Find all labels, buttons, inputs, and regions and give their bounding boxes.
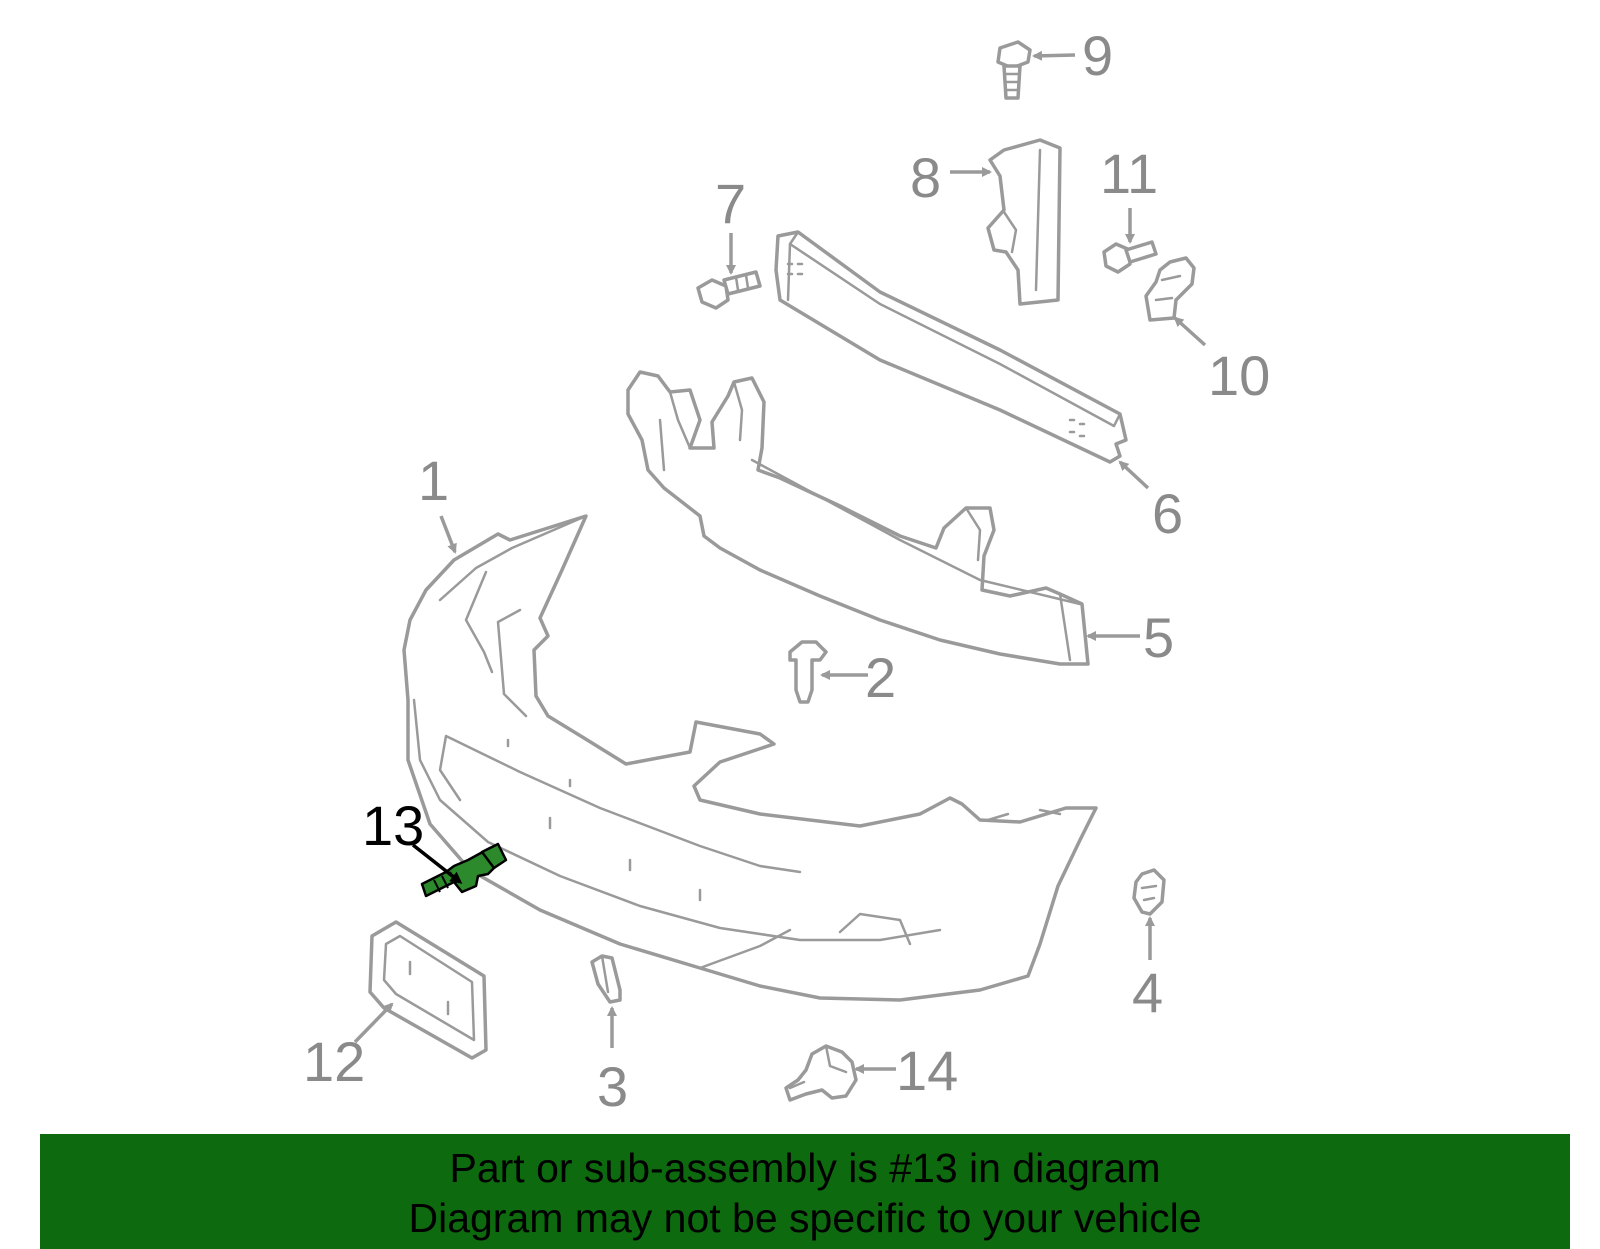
arrow-1 [439, 515, 457, 554]
arrow-12 [353, 1002, 394, 1044]
arrow-10 [1173, 316, 1207, 347]
part-3-bracket [590, 954, 622, 1004]
part-7-bolt [696, 270, 762, 310]
callout-1: 1 [418, 449, 449, 512]
part-14-bracket [784, 1044, 858, 1102]
part-5-absorber [626, 370, 1090, 666]
callout-6: 6 [1152, 482, 1183, 545]
callout-9: 9 [1082, 24, 1113, 87]
callout-4: 4 [1132, 961, 1163, 1024]
banner-line-part: Part or sub-assembly is #13 in diagram [449, 1145, 1161, 1191]
part-9-bolt [996, 40, 1032, 100]
part-1-bumper-cover [402, 514, 1098, 1002]
part-12-license-bracket [368, 920, 488, 1060]
callout-11: 11 [1100, 142, 1158, 205]
part-8-bracket [986, 138, 1062, 306]
part-2-clip [788, 640, 828, 704]
info-banner: Part or sub-assembly is #13 in diagram D… [40, 1134, 1570, 1249]
callout-10: 10 [1208, 344, 1270, 407]
callout-2: 2 [865, 646, 896, 709]
callout-7: 7 [715, 172, 746, 235]
arrow-6 [1118, 460, 1150, 490]
callout-12: 12 [303, 1030, 365, 1093]
part-6-reinforcement-beam [774, 230, 1128, 464]
callout-14: 14 [896, 1039, 958, 1102]
part-4-clip [1132, 868, 1166, 916]
banner-line-disclaimer: Diagram may not be specific to your vehi… [408, 1195, 1202, 1241]
callout-13: 13 [362, 794, 424, 857]
part-10-clip [1144, 256, 1196, 322]
callout-3: 3 [597, 1055, 628, 1118]
part-11-bolt [1102, 240, 1158, 274]
callout-5: 5 [1143, 606, 1174, 669]
callout-8: 8 [910, 146, 941, 209]
arrow-9 [1032, 50, 1076, 61]
arrow-13 [411, 843, 463, 884]
